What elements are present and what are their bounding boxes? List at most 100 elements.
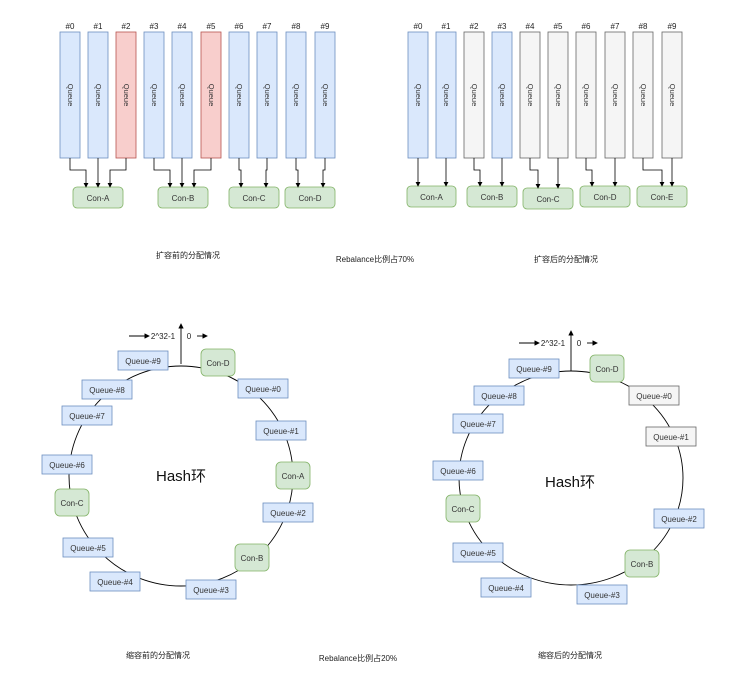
- shrink-after-caption: 缩容后的分配情况: [538, 650, 602, 660]
- queue-node: [628, 385, 680, 406]
- queue-bar-label: Queue: [321, 84, 330, 107]
- queue-node-label: Queue-#8: [89, 386, 125, 395]
- queue-index-label: #3: [498, 22, 507, 31]
- queue-node: [117, 350, 169, 371]
- connector-arrow: [473, 158, 483, 187]
- queue-node-label: Queue-#5: [460, 549, 496, 558]
- consumer-label: Con-B: [481, 193, 504, 202]
- expansion-after-caption: 扩容后的分配情况: [534, 254, 598, 264]
- queue-node: [452, 542, 504, 563]
- queue-bar-label: Queue: [235, 84, 244, 107]
- axis-zero-label: 0: [577, 339, 582, 348]
- rebalance-ratio-70-caption: Rebalance比例占70%: [336, 254, 414, 264]
- connector-arrow: [191, 158, 212, 188]
- queue-index-label: #0: [66, 22, 75, 31]
- connector-arrow: [585, 158, 595, 187]
- connector-arrow: [153, 158, 173, 188]
- queue-node: [645, 426, 697, 447]
- connector-arrow: [529, 158, 541, 189]
- consumer-label: Con-D: [298, 194, 321, 203]
- queue-index-label: #3: [150, 22, 159, 31]
- consumer-node-label: Con-A: [282, 472, 305, 481]
- queue-bar-label: Queue: [470, 84, 479, 107]
- hash-ring-title-after: Hash环: [545, 474, 595, 491]
- connector-arrow: [642, 158, 665, 187]
- queue-node: [452, 413, 504, 434]
- consumer-node-label: Con-B: [631, 560, 654, 569]
- queue-node-label: Queue-#0: [245, 385, 281, 394]
- queue-node-label: Queue-#4: [97, 578, 133, 587]
- consumer-label: Con-A: [87, 194, 110, 203]
- queue-index-label: #6: [582, 22, 591, 31]
- queue-node: [237, 378, 289, 399]
- consumer-box: [579, 185, 631, 208]
- consumer-node: [589, 354, 625, 383]
- queue-node-label: Queue-#7: [69, 412, 105, 421]
- queue-index-label: #2: [122, 22, 131, 31]
- consumer-node: [200, 348, 236, 377]
- queue-bar-label: Queue: [150, 84, 159, 107]
- consumer-box: [284, 186, 336, 209]
- queue-node-label: Queue-#9: [125, 357, 161, 366]
- consumer-label: Con-C: [536, 195, 559, 204]
- consumer-node: [624, 549, 660, 578]
- connector-arrow: [263, 158, 269, 188]
- hash-ring-title-before: Hash环: [156, 468, 206, 485]
- queue-bar-label: Queue: [526, 84, 535, 107]
- consumer-node-label: Con-C: [451, 505, 474, 514]
- queue-node-label: Queue-#7: [460, 420, 496, 429]
- expansion-before-diagram: #0Queue#1Queue#2Queue#3Queue#4Queue#5Que…: [59, 22, 336, 209]
- queue-bar-label: Queue: [263, 84, 272, 107]
- queue-index-label: #5: [554, 22, 563, 31]
- queue-node: [41, 454, 93, 475]
- queue-node-label: Queue-#6: [440, 467, 476, 476]
- queue-bar-label: Queue: [582, 84, 591, 107]
- connector-arrow: [238, 158, 244, 188]
- queue-node: [653, 508, 705, 529]
- axis-zero-label: 0: [187, 332, 192, 341]
- queue-node-label: Queue-#1: [263, 427, 299, 436]
- queue-node-label: Queue-#1: [653, 433, 689, 442]
- queue-index-label: #6: [235, 22, 244, 31]
- consumer-node: [54, 488, 90, 517]
- queue-node: [81, 379, 133, 400]
- queue-index-label: #7: [263, 22, 272, 31]
- queue-node: [89, 571, 141, 592]
- consumer-label: Con-D: [593, 193, 616, 202]
- consumer-label: Con-C: [242, 194, 265, 203]
- queue-node: [61, 405, 113, 426]
- queue-node-label: Queue-#5: [70, 544, 106, 553]
- rebalance-ratio-20-caption: Rebalance比例占20%: [319, 653, 397, 663]
- queue-bar-label: Queue: [94, 84, 103, 107]
- connector-arrow: [69, 158, 89, 188]
- consumer-box: [228, 186, 280, 209]
- queue-bar-label: Queue: [498, 84, 507, 107]
- queue-index-label: #2: [470, 22, 479, 31]
- axis-max-label: 2^32-1: [541, 339, 566, 348]
- queue-node-label: Queue-#8: [481, 392, 517, 401]
- queue-bar-label: Queue: [639, 84, 648, 107]
- queue-index-label: #1: [94, 22, 103, 31]
- connector-arrow: [320, 158, 326, 188]
- queue-node: [255, 420, 307, 441]
- queue-node-label: Queue-#0: [636, 392, 672, 401]
- consumer-box: [522, 187, 574, 210]
- queue-node: [432, 460, 484, 481]
- consumer-box: [406, 185, 457, 208]
- consumer-node: [445, 494, 481, 523]
- queue-node-label: Queue-#4: [488, 584, 524, 593]
- queue-node-label: Queue-#3: [193, 586, 229, 595]
- consumer-node-label: Con-D: [206, 359, 229, 368]
- queue-bar-label: Queue: [414, 84, 423, 107]
- queue-index-label: #0: [414, 22, 423, 31]
- queue-node: [262, 502, 314, 523]
- queue-bar-label: Queue: [554, 84, 563, 107]
- queue-node: [185, 579, 237, 600]
- consumer-node-label: Con-C: [60, 499, 83, 508]
- queue-index-label: #4: [178, 22, 187, 31]
- queue-bar-label: Queue: [207, 84, 216, 107]
- expansion-before-caption: 扩容前的分配情况: [156, 250, 220, 260]
